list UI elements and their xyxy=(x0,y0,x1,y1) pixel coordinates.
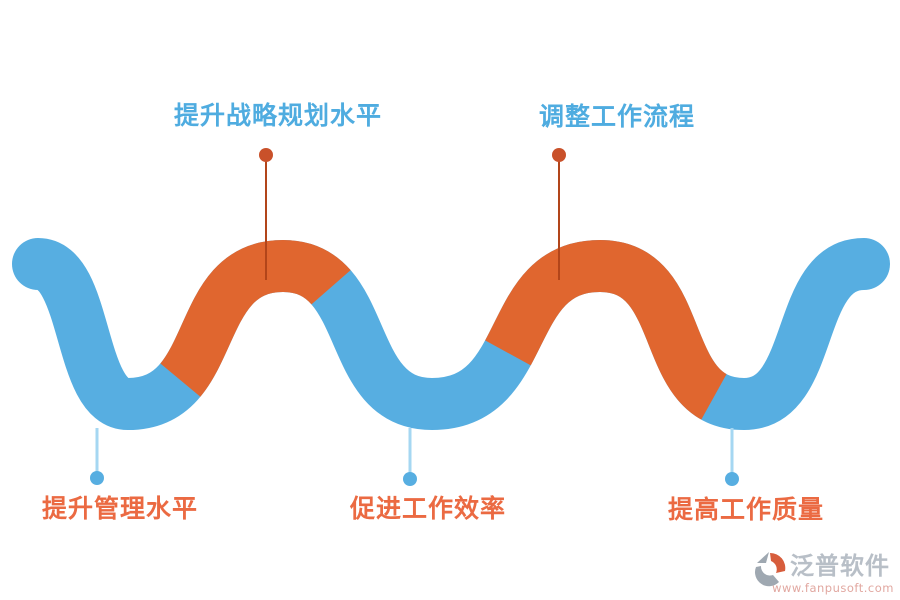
callout-label-top-0: 提升战略规划水平 xyxy=(173,101,383,130)
logo-lower-crescent-shape xyxy=(754,566,779,587)
callout-dot-bottom-1 xyxy=(403,472,417,486)
fanpu-logo-icon xyxy=(754,552,786,587)
logo-wing-shape xyxy=(757,552,769,563)
wave-path xyxy=(12,238,890,431)
callout-dot-bottom-0 xyxy=(90,471,104,485)
brand-name: 泛普软件 xyxy=(790,552,890,580)
callout-dot-bottom-2 xyxy=(725,472,739,486)
callout-label-bottom-2: 提高工作质量 xyxy=(667,495,825,524)
callout-dot-top-1 xyxy=(552,148,566,162)
brand-url: www.fanpusoft.com xyxy=(772,581,894,595)
brand-watermark: 泛普软件 www.fanpusoft.com xyxy=(752,551,894,595)
callout-label-bottom-0: 提升管理水平 xyxy=(41,494,199,523)
callout-label-top-1: 调整工作流程 xyxy=(538,102,696,131)
callout-dot-top-0 xyxy=(259,148,273,162)
logo-upper-crescent-shape xyxy=(770,552,786,573)
callout-label-bottom-1: 促进工作效率 xyxy=(349,494,507,523)
